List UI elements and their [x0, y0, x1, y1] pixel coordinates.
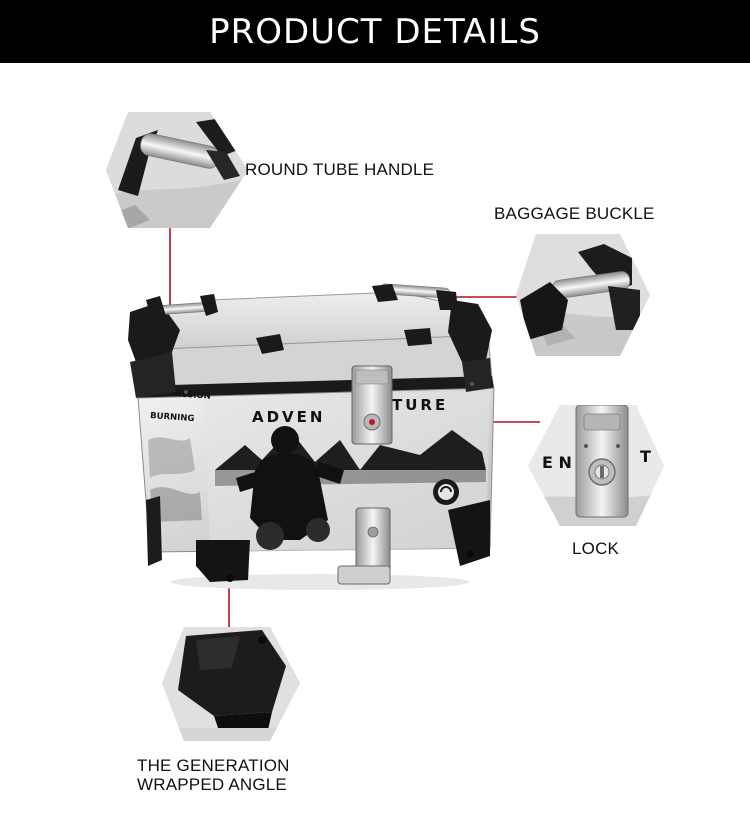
callout-baggage-buckle: BAGGAGE BUCKLE: [494, 204, 655, 223]
rider-graphic: [236, 426, 344, 550]
header-bar: PRODUCT DETAILS: [0, 0, 750, 63]
lock-detail-hexagon: E N T: [528, 405, 664, 526]
angle-detail-hexagon: [162, 627, 300, 741]
lock-detail-letters-right: T: [640, 447, 651, 466]
top-case-box: KEEP PASSION BURNING ADVEN TURE: [128, 283, 495, 590]
lock-detail-letters-left: E N: [542, 453, 572, 472]
buckle-detail-hexagon: [516, 234, 650, 356]
box-brand-left: ADVEN: [252, 408, 325, 426]
callout-round-tube-handle: ROUND TUBE HANDLE: [245, 160, 435, 179]
callout-wrapped-angle-line2: WRAPPED ANGLE: [137, 775, 287, 794]
callout-lock: LOCK: [572, 539, 620, 558]
handle-detail-hexagon: [106, 112, 248, 228]
box-brand-right: TURE: [392, 396, 448, 414]
callout-wrapped-angle: THE GENERATION WRAPPED ANGLE: [137, 756, 290, 794]
page-title: PRODUCT DETAILS: [209, 11, 541, 52]
box-slogan-line2: BURNING: [150, 411, 195, 424]
callout-wrapped-angle-line1: THE GENERATION: [137, 756, 290, 775]
